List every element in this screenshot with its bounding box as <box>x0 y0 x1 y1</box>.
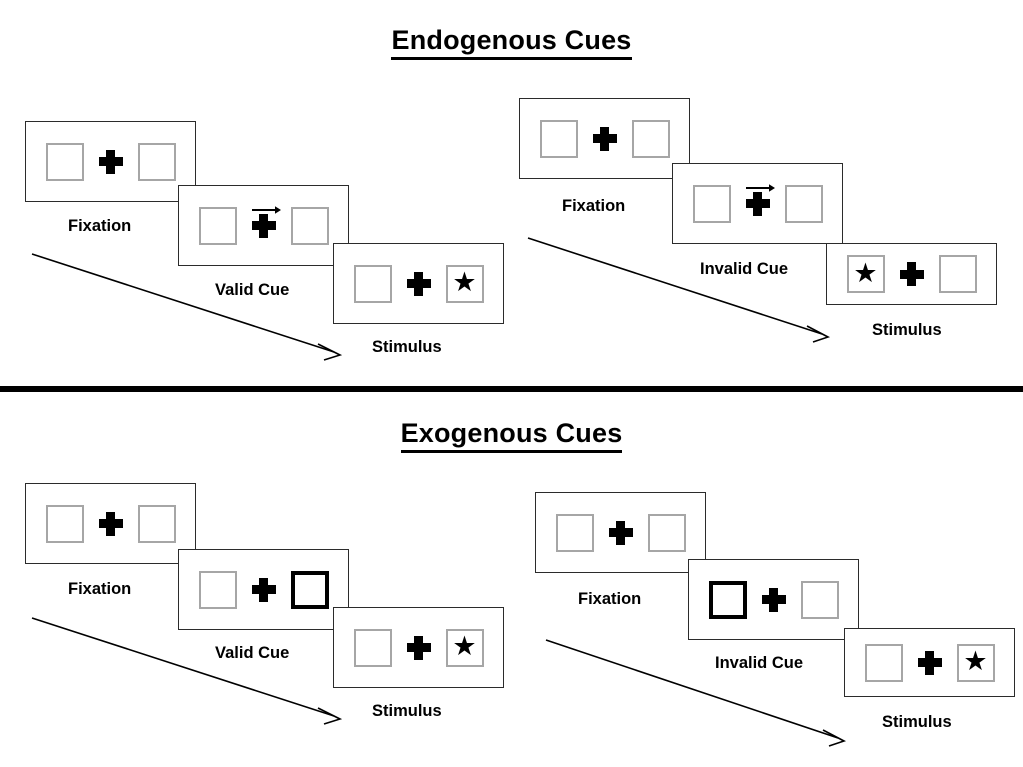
section-title-exogenous-text: Exogenous Cues <box>400 418 623 453</box>
panel-exogenous-valid-cue <box>178 549 349 630</box>
panel-endogenous-invalid-stimulus: ★ <box>826 243 997 305</box>
label-exogenous-invalid-fixation: Fixation <box>578 590 642 608</box>
panel-exogenous-valid-stimulus: ★ <box>333 607 504 688</box>
timeline-arrow-endogenous-invalid <box>527 237 831 343</box>
box-right <box>800 580 839 619</box>
box-left-target: ★ <box>846 255 885 293</box>
panel-endogenous-valid-fixation <box>25 121 196 202</box>
box-right-cued <box>290 570 329 609</box>
fixation-cross-icon <box>608 520 634 546</box>
panel-exogenous-invalid-cue <box>688 559 859 640</box>
box-right <box>647 513 686 552</box>
box-left <box>45 142 84 181</box>
label-exogenous-invalid-stimulus: Stimulus <box>882 713 952 731</box>
panel-content <box>26 122 195 201</box>
label-endogenous-invalid-cue: Invalid Cue <box>700 260 789 278</box>
panel-content <box>536 493 705 572</box>
panel-content: ★ <box>827 244 996 304</box>
panel-content <box>179 186 348 265</box>
box-right <box>938 255 977 293</box>
target-star-icon: ★ <box>853 257 878 288</box>
fixation-cross-icon <box>406 635 432 661</box>
box-right-target: ★ <box>445 628 484 667</box>
box-left <box>539 119 578 158</box>
label-exogenous-valid-cue: Valid Cue <box>215 644 290 662</box>
fixation-cross-icon <box>592 126 618 152</box>
panel-endogenous-invalid-fixation <box>519 98 690 179</box>
box-left <box>864 643 903 682</box>
label-exogenous-valid-fixation: Fixation <box>68 580 132 598</box>
target-star-icon: ★ <box>963 646 988 676</box>
panel-endogenous-invalid-cue <box>672 163 843 244</box>
panel-endogenous-valid-stimulus: ★ <box>333 243 504 324</box>
box-right-target: ★ <box>956 643 995 682</box>
panel-content <box>179 550 348 629</box>
panel-exogenous-invalid-fixation <box>535 492 706 573</box>
fixation-cross-icon <box>251 213 277 239</box>
section-title-endogenous: Endogenous Cues <box>0 25 1023 60</box>
box-left-cued <box>708 580 747 619</box>
label-endogenous-valid-cue: Valid Cue <box>215 281 290 299</box>
fixation-cross-icon <box>98 149 124 175</box>
fixation-cross-icon <box>251 577 277 603</box>
fixation-cross-icon <box>745 191 771 217</box>
box-left <box>353 628 392 667</box>
timeline-arrow-endogenous-valid <box>31 253 343 361</box>
panel-content: ★ <box>845 629 1014 696</box>
panel-content <box>673 164 842 243</box>
box-right <box>137 504 176 543</box>
box-right <box>631 119 670 158</box>
panel-content <box>689 560 858 639</box>
panel-endogenous-valid-cue <box>178 185 349 266</box>
fixation-cross-icon <box>98 511 124 537</box>
fixation-cross-icon <box>406 271 432 297</box>
label-endogenous-invalid-stimulus: Stimulus <box>872 321 942 339</box>
section-divider <box>0 386 1023 392</box>
label-endogenous-valid-stimulus: Stimulus <box>372 338 442 356</box>
fixation-cross-icon <box>899 261 925 287</box>
panel-content: ★ <box>334 244 503 323</box>
label-exogenous-invalid-cue: Invalid Cue <box>715 654 804 672</box>
box-left <box>353 264 392 303</box>
panel-exogenous-invalid-stimulus: ★ <box>844 628 1015 697</box>
box-left <box>555 513 594 552</box>
box-right <box>290 206 329 245</box>
panel-content <box>520 99 689 178</box>
box-left <box>198 206 237 245</box>
panel-content: ★ <box>334 608 503 687</box>
fixation-cross-icon <box>761 587 787 613</box>
timeline-arrow-exogenous-valid <box>31 617 343 725</box>
box-left <box>45 504 84 543</box>
label-exogenous-valid-stimulus: Stimulus <box>372 702 442 720</box>
panel-content <box>26 484 195 563</box>
box-right <box>784 184 823 223</box>
label-endogenous-invalid-fixation: Fixation <box>562 197 626 215</box>
target-star-icon: ★ <box>452 267 477 297</box>
timeline-arrow-exogenous-invalid <box>545 639 847 747</box>
label-endogenous-valid-fixation: Fixation <box>68 217 132 235</box>
section-title-exogenous: Exogenous Cues <box>0 418 1023 453</box>
box-right-target: ★ <box>445 264 484 303</box>
section-title-endogenous-text: Endogenous Cues <box>391 25 632 60</box>
target-star-icon: ★ <box>452 631 477 661</box>
box-left <box>198 570 237 609</box>
box-left <box>692 184 731 223</box>
fixation-cross-icon <box>917 650 943 676</box>
box-right <box>137 142 176 181</box>
panel-exogenous-valid-fixation <box>25 483 196 564</box>
